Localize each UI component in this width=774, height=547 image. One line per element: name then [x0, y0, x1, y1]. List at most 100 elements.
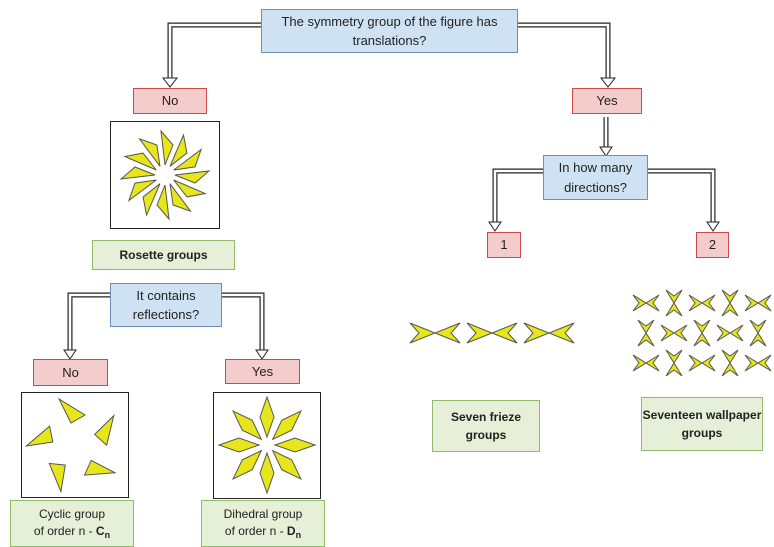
translations-question-text: The symmetry group of the figure has tra…	[281, 13, 498, 49]
dihedral-symbol: D	[286, 523, 296, 538]
cyclic-image	[21, 392, 129, 498]
directions-question: In how many directions?	[543, 155, 648, 200]
wallpaper-wing	[637, 319, 655, 334]
dihedral-kite	[273, 437, 317, 453]
directions-question-text: In how many directions?	[558, 160, 633, 195]
wallpaper-pattern	[632, 289, 772, 377]
cyclic-triangle	[24, 425, 54, 447]
dihedral-kite	[232, 449, 263, 480]
no-reflections-answer: No	[33, 359, 108, 386]
dihedral-kite	[259, 451, 275, 495]
wallpaper-groups-result: Seventeen wallpaper groups	[641, 397, 763, 451]
wallpaper-wing	[688, 294, 703, 312]
rosette-star-figure	[119, 129, 211, 221]
reflections-question-text: It contains reflections?	[132, 287, 200, 323]
no-answer: No	[133, 88, 207, 114]
wallpaper-wing	[665, 289, 683, 304]
yes-reflections-answer: Yes	[225, 359, 300, 384]
yes-answer: Yes	[572, 88, 642, 114]
wallpaper-wing	[744, 354, 759, 372]
cyclic-symbol: C	[95, 523, 105, 538]
frieze-groups-result: Seven frieze groups	[432, 400, 540, 452]
frieze-wing	[409, 322, 437, 344]
rosette-blade	[127, 179, 157, 202]
two-label: 2	[708, 237, 717, 253]
cyclic-triangle	[48, 462, 66, 494]
wallpaper-wing	[637, 332, 655, 347]
rosette-blade	[174, 170, 211, 184]
no-label: No	[161, 93, 179, 109]
dihedral-line2: of order n - Dn	[225, 523, 301, 541]
dihedral-star-figure	[217, 395, 317, 495]
rosette-blade	[160, 129, 174, 166]
cyclic-figure	[24, 397, 117, 494]
wallpaper-wing	[716, 324, 731, 342]
dihedral-kite	[271, 410, 302, 441]
dihedral-subscript: n	[295, 529, 302, 540]
cyclic-line2: of order n - Cn	[34, 523, 110, 541]
wallpaper-wing	[749, 319, 767, 334]
reflections-question: It contains reflections?	[110, 283, 222, 327]
rosette-blade	[169, 133, 188, 167]
cyclic-triangle	[83, 459, 117, 476]
wallpaper-wing	[632, 354, 647, 372]
rosette-blade	[138, 137, 161, 167]
cyclic-triangle	[57, 397, 86, 424]
frieze-wing	[547, 322, 575, 344]
translations-question: The symmetry group of the figure has tra…	[261, 9, 518, 53]
frieze-wing	[466, 322, 494, 344]
rosette-blade	[173, 148, 203, 171]
dihedral-kite	[217, 437, 261, 453]
wallpaper-wing	[673, 324, 688, 342]
cyclic-group-result: Cyclic group of order n - Cn	[10, 500, 134, 547]
wallpaper-wing	[693, 332, 711, 347]
rosette-blade	[173, 179, 207, 198]
wallpaper-wing	[645, 294, 660, 312]
no2-label: No	[62, 364, 79, 380]
rosette-groups-label: Rosette groups	[119, 248, 208, 262]
frieze-pattern	[409, 322, 575, 344]
rosette-groups-result: Rosette groups	[92, 240, 235, 270]
wallpaper-wing	[693, 319, 711, 334]
wallpaper-wing	[645, 354, 660, 372]
wallpaper-wing	[701, 354, 716, 372]
dihedral-group-result: Dihedral group of order n - Dn	[201, 500, 325, 547]
wallpaper-wing	[688, 354, 703, 372]
rosette-blade	[169, 183, 192, 213]
one-direction-answer: 1	[487, 232, 521, 258]
cyclic-subscript: n	[104, 529, 111, 540]
dihedral-kite	[259, 395, 275, 439]
frieze-wing	[433, 322, 461, 344]
wallpaper-wing	[665, 362, 683, 377]
cyclic-triangle	[93, 414, 115, 447]
one-label: 1	[500, 237, 508, 253]
wallpaper-wing	[729, 324, 744, 342]
wallpaper-wing	[721, 362, 739, 377]
frieze-groups-label: Seven frieze groups	[450, 410, 522, 442]
dihedral-kite	[232, 410, 263, 441]
wallpaper-wing	[757, 354, 772, 372]
wallpaper-wing	[721, 349, 739, 364]
wallpaper-wing	[744, 294, 759, 312]
yes2-label: Yes	[251, 363, 274, 379]
dihedral-kite	[271, 449, 302, 480]
dihedral-line1: Dihedral group	[223, 507, 303, 522]
frieze-wing	[523, 322, 551, 344]
wallpaper-wing	[632, 294, 647, 312]
rosette-blade	[119, 166, 156, 180]
wallpaper-wing	[721, 289, 739, 304]
cyclic-line2-text: of order n -	[33, 523, 96, 538]
wallpaper-wing	[665, 302, 683, 317]
rosette-blade	[156, 184, 170, 221]
wallpaper-wing	[665, 349, 683, 364]
two-directions-answer: 2	[696, 232, 729, 258]
rosette-blade	[142, 183, 161, 217]
wallpaper-wing	[721, 302, 739, 317]
dihedral-image	[213, 392, 321, 499]
frieze-wing	[490, 322, 518, 344]
rosette-blade	[123, 152, 157, 171]
yes-label: Yes	[596, 93, 618, 109]
wallpaper-groups-label: Seventeen wallpaper groups	[642, 408, 762, 440]
wallpaper-wing	[660, 324, 675, 342]
